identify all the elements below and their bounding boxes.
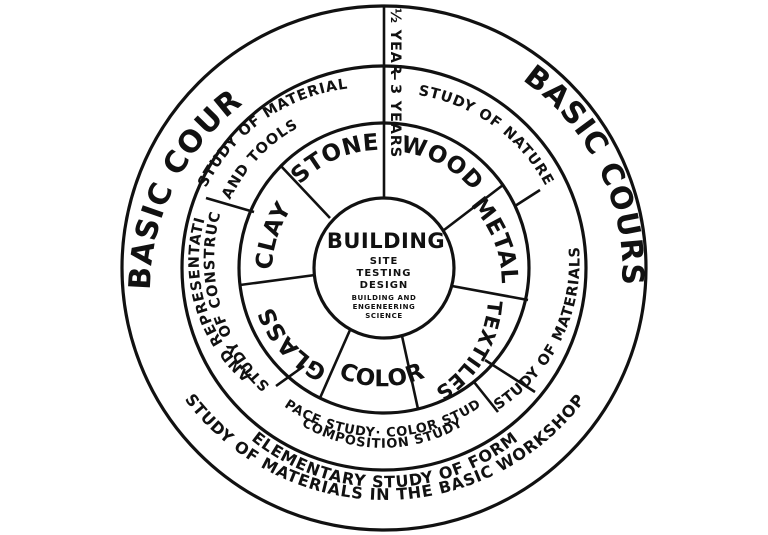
divider-middle-2 — [514, 188, 541, 208]
center-design: DESIGN — [360, 280, 409, 291]
timeline-half-year: ½ YEAR — [387, 8, 403, 76]
divider-middle-4 — [275, 364, 305, 388]
timeline-separator: — — [387, 66, 403, 81]
divider-middle-5 — [205, 196, 255, 214]
divider-middle-3 — [484, 358, 536, 394]
spoke-textiles-color — [400, 335, 420, 410]
workshop-clay: CLAY — [252, 198, 297, 271]
timeline-three-years: 3 YEARS — [387, 84, 403, 158]
center-building-and: BUILDING AND — [352, 294, 417, 302]
divider-middle-6 — [472, 381, 500, 413]
center-science: SCIENCE — [365, 312, 403, 320]
workshop-textiles: TEXTILES — [431, 299, 507, 405]
center-site: SITE — [370, 256, 399, 267]
workshop-color: COLOR — [336, 358, 428, 392]
spoke-metal-textiles — [451, 284, 529, 302]
center-title: BUILDING — [327, 229, 445, 253]
spoke-clay-stone — [279, 164, 331, 219]
workshop-stone: STONE — [286, 130, 380, 190]
spoke-wood-metal — [443, 183, 504, 232]
spoke-color-glass — [318, 329, 352, 399]
spoke-glass-clay — [239, 273, 316, 287]
center-engeneering: ENGENEERING — [353, 303, 416, 311]
workshop-wood: WOOD — [399, 132, 488, 196]
center-testing: TESTING — [357, 268, 412, 279]
